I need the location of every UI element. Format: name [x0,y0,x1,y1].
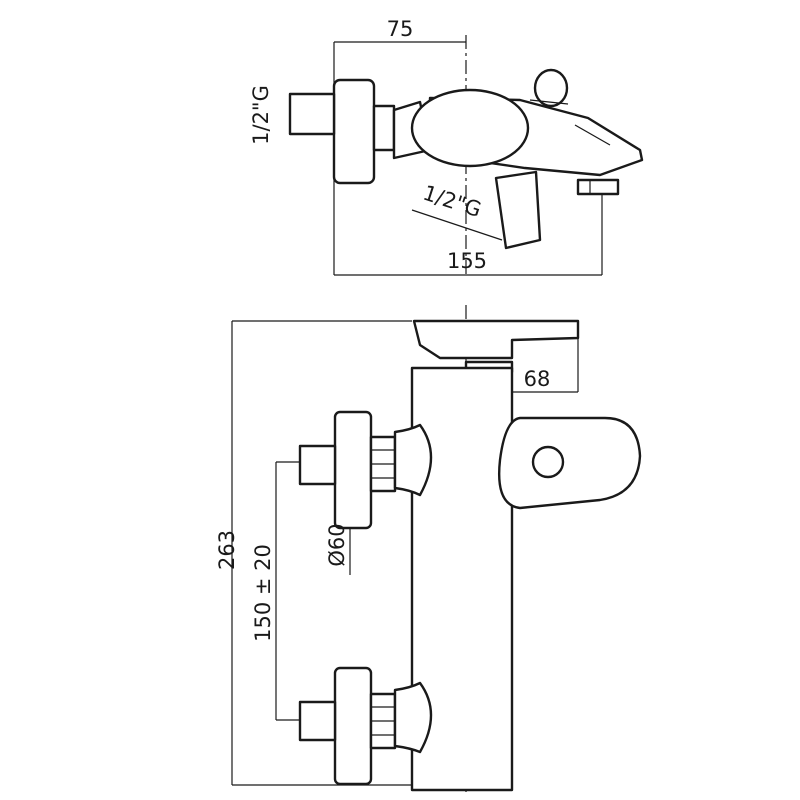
dim-155-text: 155 [447,249,487,273]
dim-263-text: 263 [215,530,239,570]
upper-flange [333,410,373,530]
lower-flange [333,666,373,786]
upper-eccentric [393,423,433,497]
front-body [410,366,514,792]
dim-diameter-text: Ø60 [325,523,349,566]
top-inlet-pipe [288,92,336,136]
front-view: 68 263 150 ± 20 Ø60 [215,305,642,792]
lower-eccentric [393,681,433,754]
dim-75-text: 75 [387,17,414,41]
top-aerator [576,178,620,196]
top-spout-edge [574,124,611,146]
dim-68-text: 68 [524,367,551,391]
top-shower-outlet [494,170,542,250]
upper-inlet-pipe [298,444,337,486]
top-outlet-thread-leader [411,209,503,241]
top-diverter-knob [533,68,569,108]
top-wall-flange [332,78,376,185]
top-lever [410,88,530,168]
lower-inlet-pipe [298,700,337,742]
front-lever-knob [531,445,565,479]
front-spout [412,319,580,360]
top-inlet-thread-text: 1/2"G [249,85,273,145]
top-view: 75 1/2"G 1/2"G 155 [249,17,644,276]
dim-150-text: 150 ± 20 [251,544,275,642]
front-lever [498,416,642,510]
top-diverter-base [529,99,569,105]
top-nut [372,104,396,152]
